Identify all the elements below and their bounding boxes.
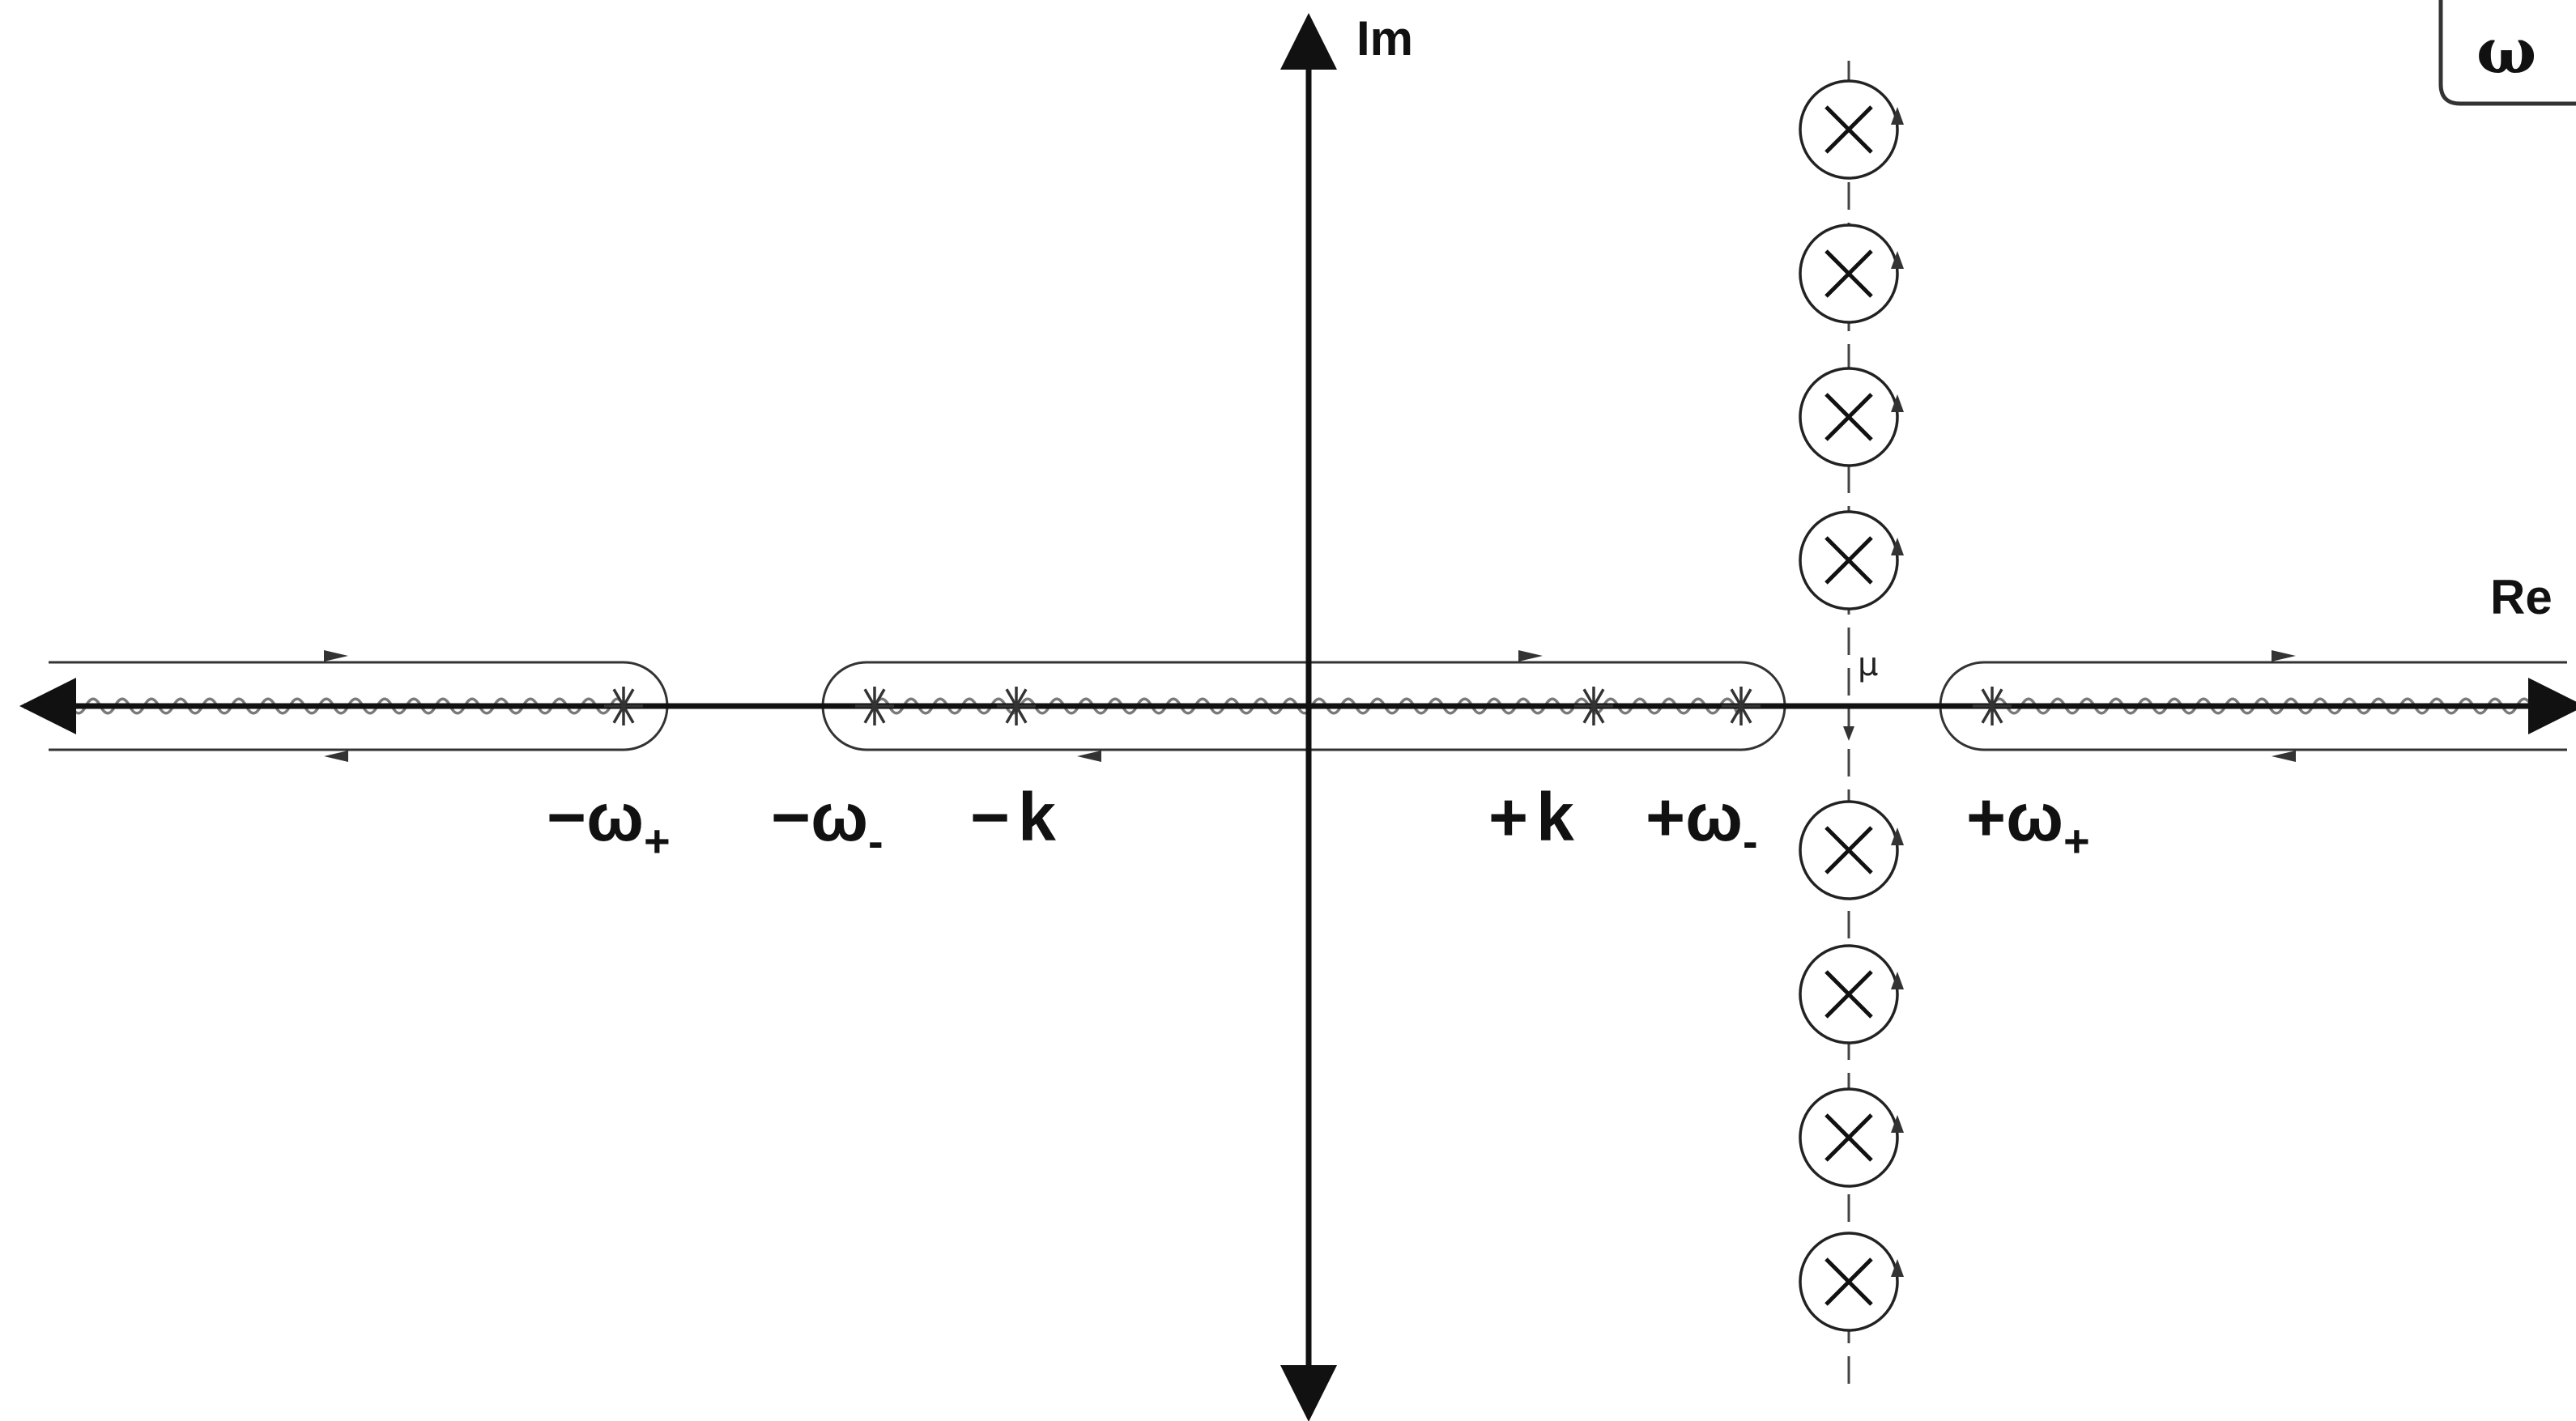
real-axis-label: Re (2490, 570, 2553, 624)
label-neg-omega-minus: −ω- (771, 779, 884, 866)
pole-7 (1799, 1087, 1904, 1188)
label-neg-k: −k (970, 779, 1056, 855)
omega-badge-label: ω (2476, 15, 2536, 88)
label-pos-omega-plus: +ω+ (1966, 779, 2090, 866)
branch-point-star-pos-omega-minus (1722, 687, 1761, 725)
branch-point-star-neg-omega-plus (604, 687, 643, 725)
branch-point-star-pos-k (1574, 687, 1613, 725)
pole-8 (1799, 1232, 1904, 1332)
poles (1799, 79, 1904, 1332)
right-bottom-arrow (2272, 751, 2296, 762)
center-bottom-arrow (1077, 751, 1101, 762)
left-branch-cut (55, 697, 625, 715)
branch-point-labels: −ω+ −ω- −k +k +ω- +ω+ (547, 779, 2090, 866)
contour-direction-arrows (324, 650, 2296, 762)
imaginary-axis-label: Im (1356, 11, 1413, 66)
label-pos-k: +k (1488, 779, 1574, 855)
branch-point-star-neg-k (997, 687, 1036, 725)
pole-1 (1799, 79, 1904, 180)
mu-tick-arrow (1843, 726, 1854, 741)
pole-2 (1799, 223, 1904, 324)
left-top-arrow (324, 650, 348, 662)
branch-point-stars (604, 687, 2012, 725)
mu-label: μ (1858, 646, 1878, 683)
label-neg-omega-plus: −ω+ (547, 779, 671, 866)
pole-4 (1799, 510, 1904, 611)
center-top-arrow (1518, 650, 1543, 662)
center-cut-contour (821, 661, 1786, 751)
pole-3 (1799, 367, 1904, 467)
pole-5 (1799, 800, 1904, 900)
label-pos-omega-minus: +ω- (1646, 779, 1758, 866)
plane-badge: ω (2438, 0, 2576, 106)
branch-point-star-neg-omega-minus (855, 687, 894, 725)
pole-6 (1799, 944, 1904, 1044)
left-bottom-arrow (324, 751, 348, 762)
right-top-arrow (2272, 650, 2296, 662)
branch-point-star-pos-omega-plus (1973, 687, 2012, 725)
